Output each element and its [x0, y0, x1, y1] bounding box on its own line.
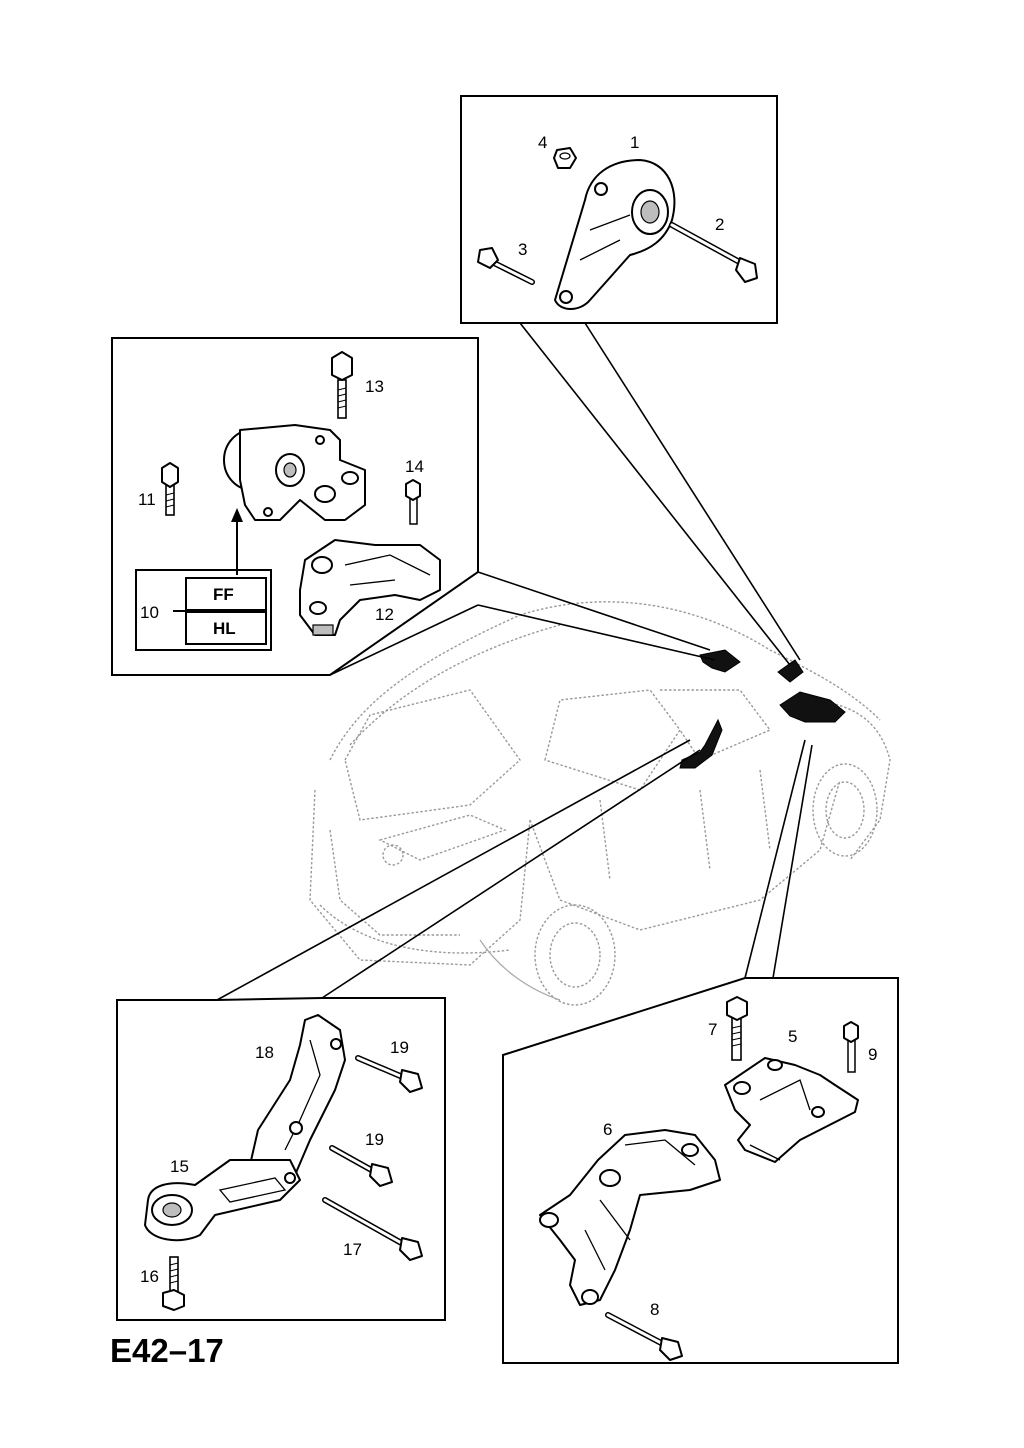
- part-6-bracket: [539, 1129, 721, 1306]
- part-11-bolt: [161, 462, 179, 516]
- callout-3: 3: [518, 240, 527, 259]
- panel-bottom-right: 7 5 9 6 8: [502, 977, 899, 1364]
- part-16-bolt: [162, 1256, 185, 1311]
- callout-5: 5: [788, 1027, 797, 1046]
- callout-4: 4: [538, 133, 547, 152]
- part-15-lower-mount: [144, 1159, 301, 1242]
- part-upper-mount-bushing: [223, 424, 366, 521]
- callout-18: 18: [255, 1043, 274, 1062]
- part-9-bolt: [843, 1021, 859, 1073]
- part-4-nut: [553, 147, 577, 169]
- part-1-mount-bracket: [554, 159, 676, 310]
- diagram-code: E42–17: [110, 1332, 224, 1369]
- variant-ff-label: FF: [213, 585, 234, 604]
- part-7-bolt: [726, 996, 748, 1061]
- part-12-bracket: [299, 539, 441, 636]
- callout-19-lower: 19: [365, 1130, 384, 1149]
- mount-mark-rear: [679, 718, 723, 769]
- callout-15: 15: [170, 1157, 189, 1176]
- part-3-bolt: [477, 247, 535, 285]
- mount-mark-left: [699, 649, 741, 673]
- part-19-bolt-upper: [355, 1055, 423, 1093]
- part-19-bolt-lower: [329, 1145, 393, 1187]
- callout-13: 13: [365, 377, 384, 396]
- panel-bottom-left: 18 19 19 15 17 16: [116, 997, 446, 1321]
- mount-mark-top: [777, 659, 804, 683]
- callout-14: 14: [405, 457, 424, 476]
- part-13-bolt: [331, 351, 353, 419]
- callout-8: 8: [650, 1300, 659, 1319]
- callout-11: 11: [138, 490, 156, 509]
- part-14-bolt: [405, 479, 421, 525]
- part-8-bolt: [605, 1312, 683, 1361]
- variant-hl-label: HL: [213, 619, 236, 638]
- part-17-bolt: [322, 1197, 423, 1261]
- panel-top-left: FF HL 13 14 11 10 12: [111, 337, 479, 676]
- part-2-bolt: [669, 222, 758, 283]
- callout-9: 9: [868, 1045, 877, 1064]
- part-18-link: [249, 1014, 346, 1181]
- panel-top-right: 1 2 3 4: [460, 95, 778, 324]
- mount-mark-right: [779, 691, 846, 723]
- callout-12: 12: [375, 605, 394, 624]
- callout-10: 10: [140, 603, 159, 622]
- callout-1: 1: [630, 133, 639, 152]
- part-5-mount: [724, 1057, 859, 1163]
- callout-7: 7: [708, 1020, 717, 1039]
- callout-17: 17: [343, 1240, 362, 1259]
- callout-16: 16: [140, 1267, 159, 1286]
- callout-6: 6: [603, 1120, 612, 1139]
- leader-lines: [216, 322, 813, 1001]
- callout-2: 2: [715, 215, 724, 234]
- callout-19-upper: 19: [390, 1038, 409, 1057]
